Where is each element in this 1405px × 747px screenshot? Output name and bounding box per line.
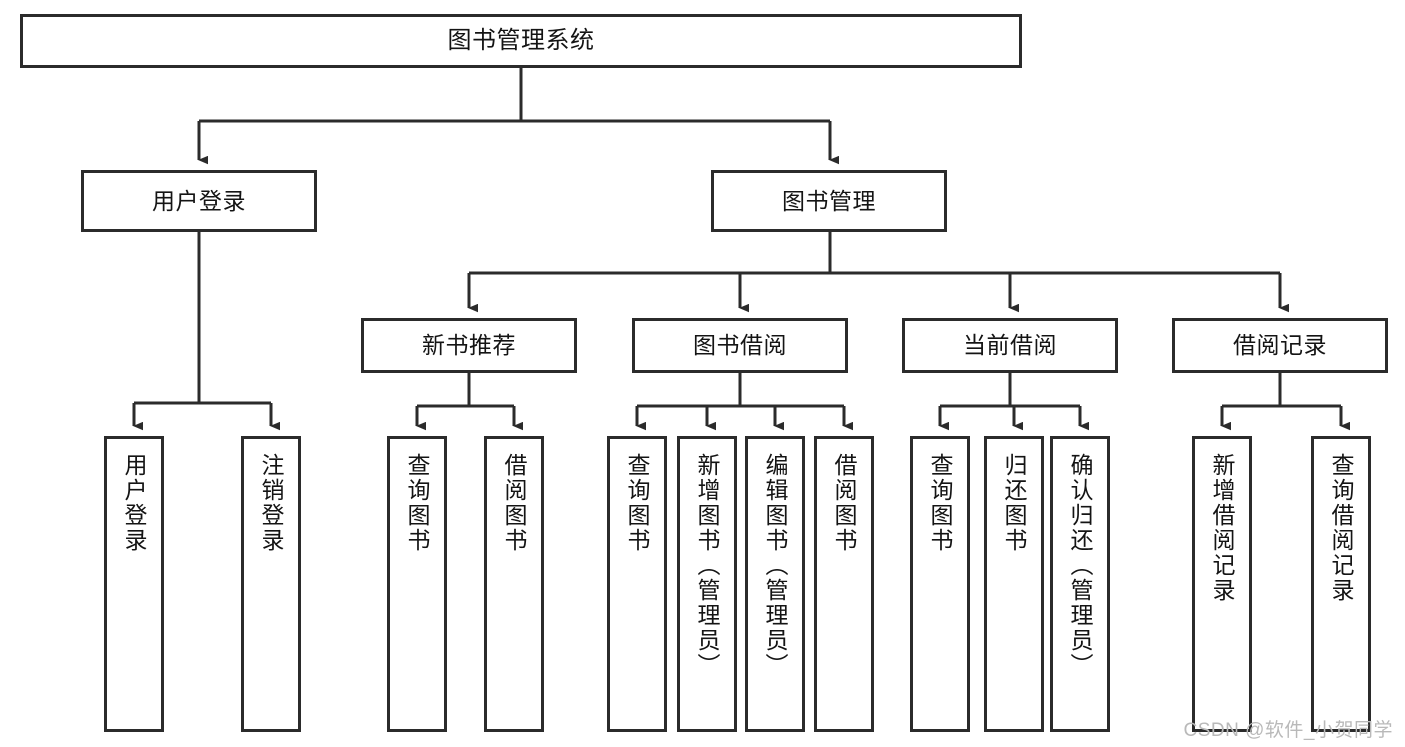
node-current-borrow-label: 当前借阅 xyxy=(963,332,1057,359)
node-borrow-record-label: 借阅记录 xyxy=(1233,332,1327,359)
node-user-login-label: 用户登录 xyxy=(152,187,246,214)
watermark: CSDN @软件_小贺同学 xyxy=(1183,720,1393,741)
node-current-borrow[interactable]: 当前借阅 xyxy=(902,318,1118,373)
node-leaf-borrow-book-2[interactable]: 借阅图书 xyxy=(814,436,874,732)
node-leaf-borrow-book-2-label: 借阅图书 xyxy=(831,453,858,553)
node-leaf-query-book-2-label: 查询图书 xyxy=(624,453,651,553)
node-user-login[interactable]: 用户登录 xyxy=(81,170,317,232)
node-leaf-user-login[interactable]: 用户登录 xyxy=(104,436,164,732)
node-new-book-recommend-label: 新书推荐 xyxy=(422,332,516,359)
node-leaf-borrow-book-1[interactable]: 借阅图书 xyxy=(484,436,544,732)
node-leaf-add-record-label: 新增借阅记录 xyxy=(1209,453,1236,603)
node-leaf-return-book-label: 归还图书 xyxy=(1001,453,1028,553)
node-leaf-user-login-label: 用户登录 xyxy=(121,453,148,553)
node-leaf-query-book-3[interactable]: 查询图书 xyxy=(910,436,970,732)
node-book-borrow-label: 图书借阅 xyxy=(693,332,787,359)
node-leaf-query-record[interactable]: 查询借阅记录 xyxy=(1311,436,1371,732)
node-leaf-query-book-2[interactable]: 查询图书 xyxy=(607,436,667,732)
node-leaf-return-book[interactable]: 归还图书 xyxy=(984,436,1044,732)
node-leaf-add-book[interactable]: 新增图书（管理员） xyxy=(677,436,737,732)
node-new-book-recommend[interactable]: 新书推荐 xyxy=(361,318,577,373)
node-leaf-edit-book[interactable]: 编辑图书（管理员） xyxy=(745,436,805,732)
node-borrow-record[interactable]: 借阅记录 xyxy=(1172,318,1388,373)
node-book-manage-label: 图书管理 xyxy=(782,187,876,214)
node-book-borrow[interactable]: 图书借阅 xyxy=(632,318,848,373)
node-root[interactable]: 图书管理系统 xyxy=(20,14,1022,68)
node-leaf-borrow-book-1-label: 借阅图书 xyxy=(501,453,528,553)
node-leaf-logout-login[interactable]: 注销登录 xyxy=(241,436,301,732)
node-leaf-query-record-label: 查询借阅记录 xyxy=(1328,453,1355,603)
node-root-label: 图书管理系统 xyxy=(447,27,595,55)
node-book-manage[interactable]: 图书管理 xyxy=(711,170,947,232)
node-leaf-query-book-3-label: 查询图书 xyxy=(927,453,954,553)
node-leaf-add-book-label: 新增图书（管理员） xyxy=(694,453,721,678)
node-leaf-confirm-return[interactable]: 确认归还（管理员） xyxy=(1050,436,1110,732)
node-leaf-edit-book-label: 编辑图书（管理员） xyxy=(762,453,789,678)
node-leaf-query-book-1[interactable]: 查询图书 xyxy=(387,436,447,732)
node-leaf-query-book-1-label: 查询图书 xyxy=(404,453,431,553)
node-leaf-confirm-return-label: 确认归还（管理员） xyxy=(1067,453,1094,678)
node-leaf-add-record[interactable]: 新增借阅记录 xyxy=(1192,436,1252,732)
node-leaf-logout-login-label: 注销登录 xyxy=(258,453,285,553)
